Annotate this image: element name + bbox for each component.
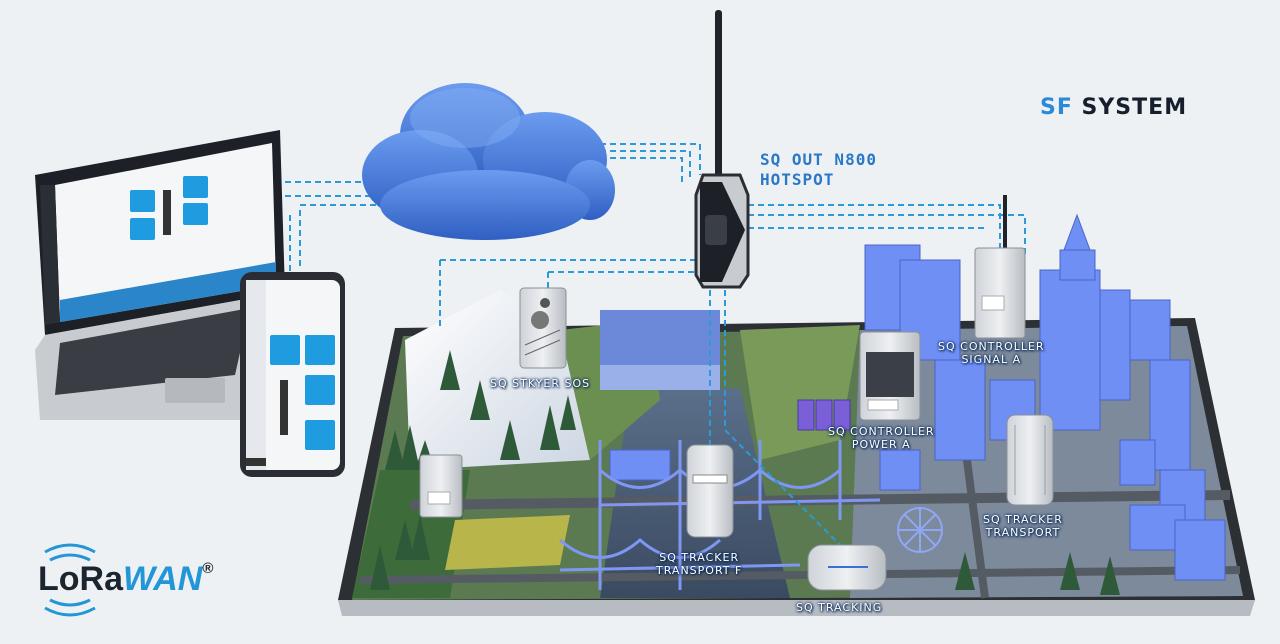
device-tracking	[807, 544, 887, 591]
cloud-icon	[362, 83, 615, 240]
device-controller-power	[859, 331, 921, 421]
lorawan-logo-part1: LoRa	[38, 560, 123, 598]
antenna-icon	[715, 10, 722, 180]
device-stkyer-sos	[519, 287, 567, 369]
hotspot-device	[694, 10, 750, 289]
brand-title: SF SYSTEM	[1040, 95, 1187, 120]
lorawan-logo: LoRaWAN®	[38, 560, 213, 599]
hotspot-label-line2: HOTSPOT	[760, 170, 835, 189]
device-controller-signal	[974, 195, 1026, 339]
hotspot-label-line1: SQ OUT N800	[760, 150, 877, 169]
label-controller-power-line2: POWER A	[851, 438, 911, 451]
bridges	[559, 440, 881, 590]
solar-panels	[797, 399, 851, 431]
lorawan-signal-icon	[44, 543, 96, 617]
device-tracker-transport-f	[686, 444, 734, 538]
label-controller-power: SQ CONTROLLER POWER A	[828, 425, 935, 451]
label-tracker-transport: SQ TRACKER TRANSPORT	[983, 513, 1063, 539]
label-tracker-transport-f-line1: SQ TRACKER	[659, 551, 740, 564]
device-left-box	[419, 454, 463, 518]
hotspot-label: SQ OUT N800 HOTSPOT	[760, 150, 877, 190]
label-stkyer-sos: SQ STKYER SOS	[490, 377, 591, 390]
lorawan-logo-part2: WAN	[123, 560, 203, 598]
ferris-wheel	[897, 507, 943, 553]
brand-accent: SF	[1040, 95, 1073, 120]
label-tracker-transport-f: SQ TRACKER TRANSPORT F	[656, 551, 742, 577]
label-controller-signal-line2: SIGNAL A	[961, 353, 1022, 366]
label-tracker-transport-line1: SQ TRACKER	[983, 513, 1063, 526]
label-tracker-transport-line2: TRANSPORT	[985, 526, 1061, 539]
label-controller-signal-line1: SQ CONTROLLER	[938, 340, 1045, 353]
label-tracking: SQ TRACKING	[796, 601, 883, 614]
phone-icon	[240, 272, 345, 477]
brand-rest: SYSTEM	[1072, 95, 1188, 120]
device-tracker-transport	[1006, 414, 1054, 506]
lorawan-logo-reg: ®	[202, 560, 214, 577]
label-controller-signal: SQ CONTROLLER SIGNAL A	[938, 340, 1045, 366]
laptop-icon	[35, 130, 285, 420]
label-controller-power-line1: SQ CONTROLLER	[828, 425, 935, 438]
label-tracker-transport-f-line2: TRANSPORT F	[656, 564, 743, 577]
